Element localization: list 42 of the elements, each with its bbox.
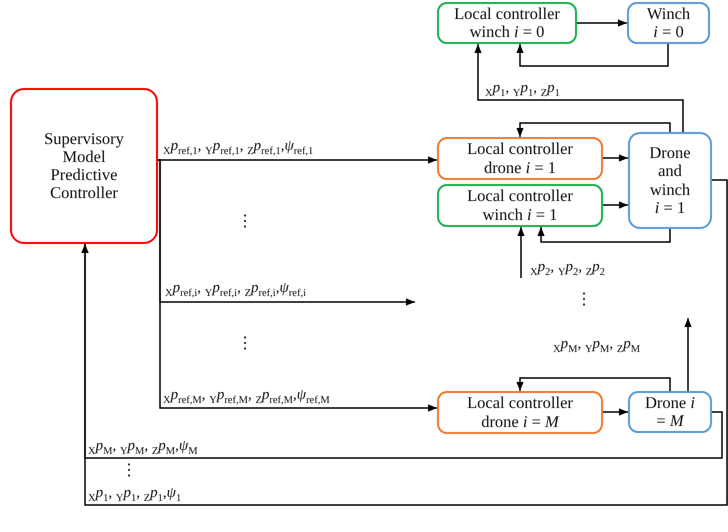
- node-label: Drone and winch i = 1: [648, 144, 692, 217]
- ellipsis-label: ⋮: [237, 336, 253, 352]
- process-box: [628, 132, 712, 229]
- arrow: [603, 201, 628, 209]
- arrow: [577, 19, 627, 27]
- controller-box: [10, 88, 158, 244]
- arrow: [537, 227, 671, 243]
- edge-label: $_{X}$p$_{1}$, $_{Y}$p$_{1}$, $_{Z}$p$_{1}$,ψ$_{1}$: [88, 485, 182, 505]
- edge-label: $_{X}$p$_{1}$, $_{Y}$p$_{1}$, $_{Z}$p$_{1}$: [485, 80, 560, 100]
- process-box: [627, 2, 710, 44]
- arrow: [603, 154, 628, 162]
- arrow: [516, 122, 671, 137]
- arrow: [474, 44, 684, 132]
- arrow: [517, 227, 525, 278]
- node-label: Local controller drone i = 1: [466, 140, 574, 177]
- node-label: Local controller winch i = 0: [453, 4, 561, 42]
- node-label: Supervisory Model Predictive Controller: [43, 130, 125, 202]
- edge-label: $_{X}$p$_{ref,i}$, $_{Y}$p$_{ref,i}$, $_{Z}$p$_{ref,i}$,ψ$_{ref,i}$: [165, 280, 306, 300]
- edge-label: $_{X}$p$_{M}$, $_{Y}$p$_{M}$, $_{Z}$p$_{M}$: [553, 336, 640, 356]
- arrow: [81, 179, 728, 506]
- edge-label: $_{X}$p$_{2}$, $_{Y}$p$_{2}$, $_{Z}$p$_{2}$: [530, 259, 605, 279]
- process-box: [628, 391, 712, 433]
- node-label: Winch i = 0: [646, 4, 692, 42]
- process-box: [437, 2, 577, 44]
- edge-label: $_{X}$p$_{ref,M}$, $_{Y}$p$_{ref,M}$, $_{Z}$p$_{ref,M}$,ψ$_{ref,M}$: [163, 387, 330, 407]
- ellipsis-label: ⋮: [121, 463, 137, 479]
- ellipsis-label: ⋮: [237, 214, 253, 230]
- edge-label: $_{X}$p$_{M}$, $_{Y}$p$_{M}$, $_{Z}$p$_{M}$,ψ$_{M}$: [88, 438, 198, 458]
- arrow: [516, 377, 671, 391]
- arrow: [603, 408, 628, 416]
- process-box: [437, 137, 603, 180]
- process-box: [437, 391, 603, 434]
- arrow: [157, 159, 437, 412]
- edge-label: $_{X}$p$_{ref,1}$, $_{Y}$p$_{ref,1}$, $_{Z}$p$_{ref,1}$,ψ$_{ref,1}$: [163, 138, 314, 158]
- arrow: [684, 318, 692, 391]
- node-label: Local controller winch i = 1: [466, 187, 574, 224]
- node-label: Drone i = M: [645, 394, 695, 430]
- node-label: Local controller drone i = M: [466, 394, 574, 431]
- arrow: [158, 156, 437, 164]
- process-box: [437, 184, 603, 227]
- ellipsis-label: ⋮: [576, 292, 592, 308]
- arrow: [516, 44, 669, 67]
